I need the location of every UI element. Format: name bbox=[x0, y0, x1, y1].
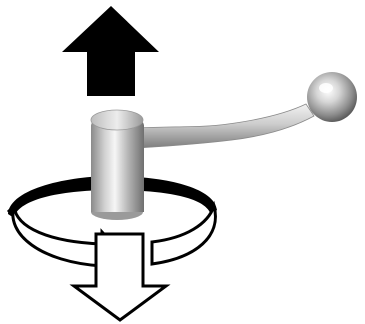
rotation-arrow-icon bbox=[8, 176, 217, 218]
lever-handle-icon bbox=[137, 103, 315, 149]
arrow-down-icon bbox=[69, 232, 171, 322]
lever-hub bbox=[90, 109, 144, 220]
knob-ball-icon bbox=[307, 72, 357, 122]
arrow-up-icon bbox=[62, 6, 159, 96]
